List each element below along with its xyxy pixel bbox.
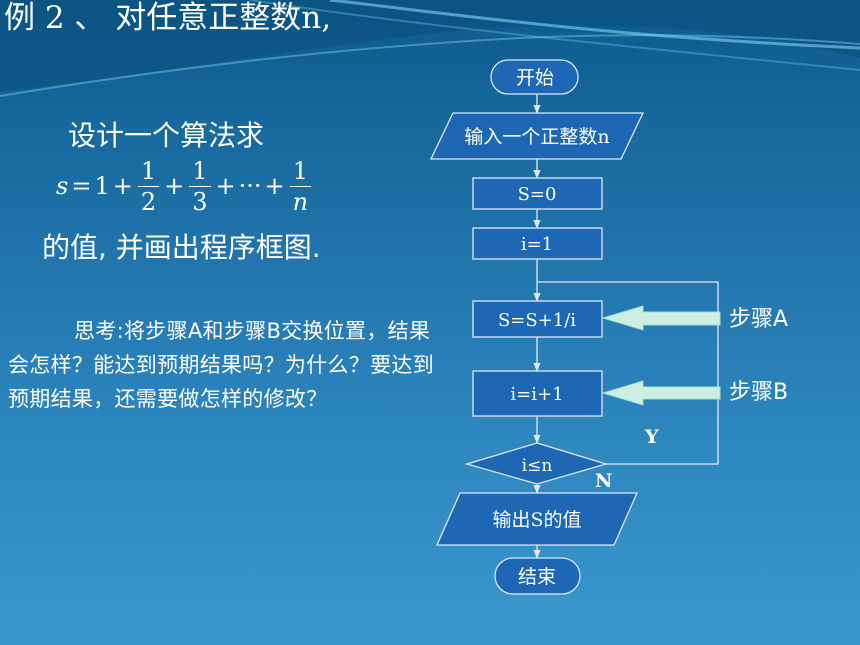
flow-init-s: S=0: [472, 177, 603, 210]
fraction-numerator: 1: [140, 156, 157, 185]
sum-formula: s = 1 + 1 2 + 1 3 + ··· + 1 n: [56, 150, 313, 222]
formula-fraction-nth: 1 n: [289, 156, 312, 217]
slide-title: 例 2 、 对任意正整数n,: [4, 0, 332, 36]
flow-input-label: 输入一个正整数n: [464, 126, 609, 148]
flow-connectors: [533, 94, 719, 559]
fraction-denominator: 3: [189, 185, 211, 217]
flow-no-label: N: [595, 470, 612, 492]
formula-fraction-half: 1 2: [137, 156, 160, 217]
flow-yes-label: Y: [644, 426, 659, 448]
flow-output-label: 输出S的值: [492, 509, 581, 531]
flow-init-i-label: i=1: [521, 234, 553, 255]
fraction-numerator: 1: [192, 156, 208, 185]
formula-plus: +: [215, 172, 236, 200]
problem-intro: 设计一个算法求: [68, 119, 265, 152]
formula-fraction-third: 1 3: [189, 156, 211, 217]
flow-decision-label: i≤n: [522, 456, 553, 476]
flow-step-a-label: S=S+1/i: [498, 310, 576, 331]
flow-end-label: 结束: [518, 566, 556, 588]
flow-start: 开始: [490, 59, 579, 95]
formula-lhs: s: [56, 172, 69, 200]
formula-equals: =: [71, 172, 92, 200]
formula-plus: +: [164, 172, 185, 200]
flow-output: 输出S的值: [436, 492, 638, 546]
flow-input: 输入一个正整数n: [429, 112, 645, 160]
flow-decision: i≤n: [464, 442, 609, 485]
step-a-pointer: [601, 305, 721, 331]
flow-init-s-label: S=0: [518, 184, 557, 205]
fraction-denominator: 2: [137, 185, 160, 217]
formula-plus: +: [264, 172, 285, 200]
flow-start-label: 开始: [516, 67, 554, 89]
problem-tail: 的值, 并画出程序框图.: [42, 231, 321, 264]
question-text: 思考:将步骤A和步骤B交换位置，结果会怎样？能达到预期结果吗？为什么？要达到预期…: [8, 319, 434, 411]
formula-ellipsis: ···: [238, 172, 262, 200]
formula-plus: +: [112, 172, 133, 200]
fraction-denominator: n: [289, 185, 312, 217]
flow-init-i: i=1: [472, 227, 603, 260]
step-b-pointer: [601, 380, 721, 406]
flow-step-b: i=i+1: [472, 370, 603, 417]
step-a-label: 步骤A: [729, 307, 788, 332]
formula-one: 1: [94, 172, 110, 200]
step-b-label: 步骤B: [729, 380, 788, 405]
flow-step-b-label: i=i+1: [510, 384, 563, 405]
fraction-numerator: 1: [292, 156, 308, 185]
flow-step-a: S=S+1/i: [472, 300, 603, 338]
flow-end: 结束: [494, 557, 581, 595]
